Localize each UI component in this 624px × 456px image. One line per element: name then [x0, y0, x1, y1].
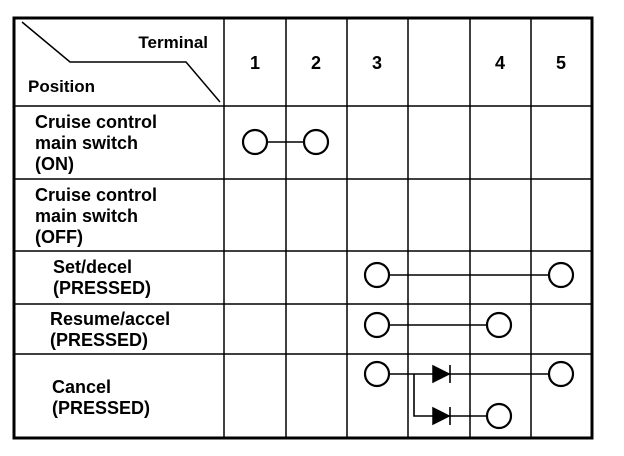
terminal-header: Terminal [138, 33, 208, 52]
column-header-4: 4 [495, 53, 505, 73]
row-label-line: main switch [35, 206, 138, 226]
diodes [432, 364, 451, 426]
continuity-wires [267, 141, 549, 417]
terminal-circle-icon [547, 261, 575, 289]
terminal-circle-icon [363, 261, 391, 289]
terminal-circle-icon [241, 128, 269, 156]
row-label-cancel: Cancel (PRESSED) [52, 377, 150, 418]
row-label-line: (PRESSED) [50, 330, 148, 350]
row-label-line: main switch [35, 133, 138, 153]
position-header: Position [28, 77, 95, 96]
terminal-circle-icon [547, 360, 575, 388]
column-header-1: 1 [250, 53, 260, 73]
terminal-circle-icon [363, 311, 391, 339]
table-grid [14, 18, 592, 438]
row-label-line: (PRESSED) [52, 398, 150, 418]
diode-icon [432, 364, 451, 384]
row-label-main-switch-off: Cruise control main switch (OFF) [35, 185, 162, 247]
row-label-line: Resume/accel [50, 309, 170, 329]
row-label-line: Set/decel [53, 257, 132, 277]
row-label-line: (ON) [35, 154, 74, 174]
row-label-line: Cruise control [35, 112, 157, 132]
row-label-main-switch-on: Cruise control main switch (ON) [35, 112, 162, 174]
terminal-circle-icon [485, 402, 513, 430]
row-labels: Cruise control main switch (ON) Cruise c… [35, 112, 175, 418]
row-label-line: (PRESSED) [53, 278, 151, 298]
terminal-column-headers: 1 2 3 4 5 [250, 53, 566, 73]
column-header-2: 2 [311, 53, 321, 73]
terminal-circle-icon [363, 360, 391, 388]
row-label-line: Cancel [52, 377, 111, 397]
row-label-set-decel: Set/decel (PRESSED) [53, 257, 151, 298]
terminal-circle-icon [485, 311, 513, 339]
diode-icon [432, 406, 451, 426]
column-header-5: 5 [556, 53, 566, 73]
column-header-3: 3 [372, 53, 382, 73]
terminal-markers [241, 128, 575, 430]
row-label-line: (OFF) [35, 227, 83, 247]
row-label-line: Cruise control [35, 185, 157, 205]
row-label-resume-accel: Resume/accel (PRESSED) [50, 309, 175, 350]
table-border [12, 16, 594, 440]
wire-cancel-3-4-branch [413, 374, 487, 417]
terminal-circle-icon [302, 128, 330, 156]
